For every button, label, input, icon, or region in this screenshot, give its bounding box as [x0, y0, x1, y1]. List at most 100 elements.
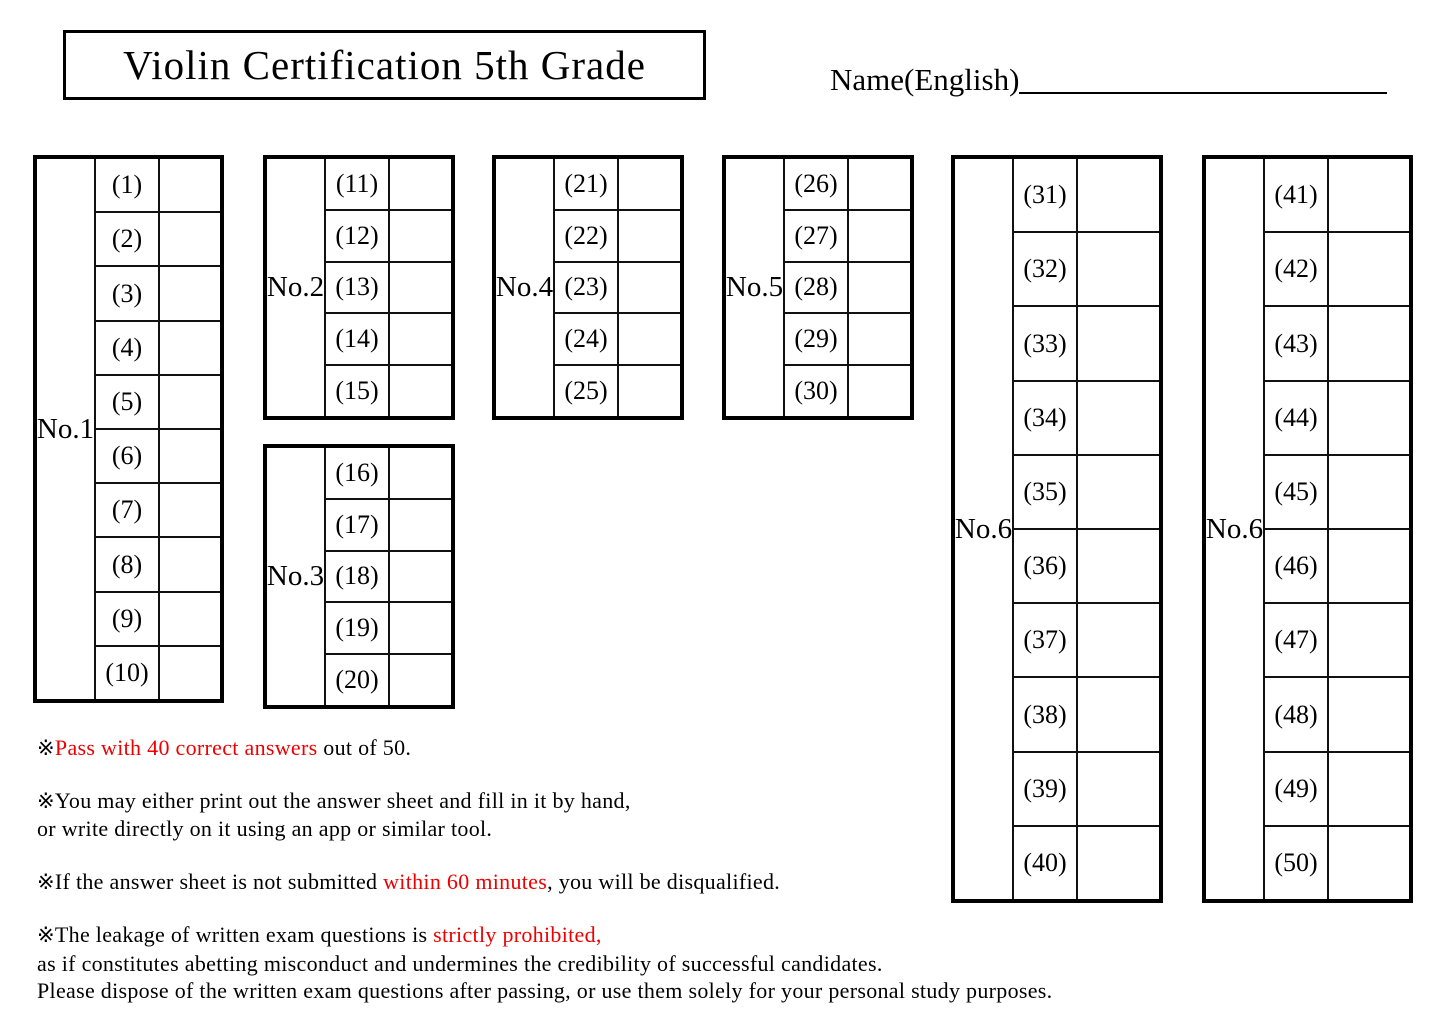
answer-cell[interactable]	[1078, 456, 1159, 528]
answer-cell[interactable]	[1078, 530, 1159, 602]
answer-cell[interactable]	[1329, 604, 1409, 676]
table-rows: (16) (17) (18) (19) (20)	[326, 448, 451, 705]
answer-table-no6-right: No.6 (41) (42) (43) (44) (45) (46)	[1202, 155, 1413, 903]
answer-cell[interactable]	[619, 159, 680, 209]
note-red-text: strictly prohibited,	[433, 922, 602, 947]
answer-cell[interactable]	[849, 366, 910, 416]
name-input-line[interactable]	[1019, 62, 1388, 94]
answer-cell[interactable]	[1078, 382, 1159, 454]
question-number-cell: (47)	[1265, 604, 1329, 677]
question-number-cell: (14)	[326, 314, 390, 365]
table-row: (38)	[1014, 678, 1159, 753]
answer-cell[interactable]	[1329, 530, 1409, 602]
answer-cell[interactable]	[160, 376, 220, 428]
answer-cell[interactable]	[160, 213, 220, 265]
table-row: (14)	[326, 314, 451, 367]
answer-cell[interactable]	[1329, 307, 1409, 379]
table-row: (17)	[326, 499, 451, 552]
question-number-cell: (2)	[96, 213, 160, 266]
answer-cell[interactable]	[390, 448, 451, 498]
answer-cell[interactable]	[1078, 233, 1159, 305]
table-section-label: No.6	[955, 159, 1014, 899]
answer-cell[interactable]	[1078, 604, 1159, 676]
question-number-cell: (18)	[326, 551, 390, 602]
answer-cell[interactable]	[1329, 233, 1409, 305]
question-number-cell: (24)	[555, 314, 619, 365]
question-number-cell: (37)	[1014, 604, 1078, 677]
answer-cell[interactable]	[1078, 753, 1159, 825]
answer-cell[interactable]	[160, 484, 220, 536]
answer-cell[interactable]	[619, 211, 680, 261]
table-rows: (31) (32) (33) (34) (35) (36) (37)	[1014, 159, 1159, 900]
question-number-cell: (43)	[1265, 307, 1329, 380]
table-row: (36)	[1014, 530, 1159, 605]
note-red-text: Pass with 40 correct answers	[54, 735, 318, 760]
answer-cell[interactable]	[1078, 827, 1159, 899]
table-row: (20)	[326, 655, 451, 705]
question-number-cell: (3)	[96, 267, 160, 320]
question-number-cell: (45)	[1265, 455, 1329, 529]
answer-cell[interactable]	[1078, 678, 1159, 750]
table-row: (48)	[1265, 678, 1409, 753]
answer-cell[interactable]	[160, 647, 220, 699]
answer-cell[interactable]	[1078, 159, 1159, 231]
table-row: (32)	[1014, 233, 1159, 308]
note-line: as if constitutes abetting misconduct an…	[37, 950, 883, 976]
table-row: (41)	[1265, 159, 1409, 234]
answer-table-no5: No.5 (26) (27) (28) (29) (30)	[722, 155, 914, 420]
answer-cell[interactable]	[160, 267, 220, 319]
table-row: (29)	[785, 314, 910, 367]
answer-cell[interactable]	[390, 603, 451, 653]
table-row: (47)	[1265, 604, 1409, 679]
answer-cell[interactable]	[160, 159, 220, 211]
table-row: (27)	[785, 210, 910, 263]
answer-cell[interactable]	[849, 159, 910, 209]
answer-cell[interactable]	[390, 314, 451, 364]
table-section-label: No.5	[726, 159, 785, 416]
question-number-cell: (39)	[1014, 752, 1078, 825]
table-row: (21)	[555, 159, 680, 211]
table-row: (2)	[96, 213, 220, 268]
answer-cell[interactable]	[160, 430, 220, 482]
question-number-cell: (23)	[555, 262, 619, 313]
answer-cell[interactable]	[1329, 678, 1409, 750]
answer-cell[interactable]	[849, 211, 910, 261]
table-row: (6)	[96, 430, 220, 485]
answer-cell[interactable]	[619, 314, 680, 364]
table-row: (23)	[555, 262, 680, 315]
table-row: (19)	[326, 603, 451, 656]
answer-cell[interactable]	[1329, 753, 1409, 825]
answer-cell[interactable]	[390, 263, 451, 313]
note-text: The leakage of written exam questions is	[54, 922, 434, 947]
answer-cell[interactable]	[619, 263, 680, 313]
note-fill-method: ※You may either print out the answer she…	[37, 787, 631, 843]
table-row: (11)	[326, 159, 451, 211]
table-row: (46)	[1265, 530, 1409, 605]
answer-cell[interactable]	[849, 314, 910, 364]
answer-cell[interactable]	[1078, 307, 1159, 379]
answer-cell[interactable]	[1329, 382, 1409, 454]
answer-table-no1: No.1 (1) (2) (3) (4) (5) (6) (7	[33, 155, 224, 703]
answer-cell[interactable]	[1329, 456, 1409, 528]
answer-cell[interactable]	[1329, 827, 1409, 899]
answer-cell[interactable]	[619, 366, 680, 416]
question-number-cell: (4)	[96, 321, 160, 374]
answer-cell[interactable]	[849, 263, 910, 313]
table-row: (42)	[1265, 233, 1409, 308]
answer-cell[interactable]	[1329, 159, 1409, 231]
answer-cell[interactable]	[160, 538, 220, 590]
answer-cell[interactable]	[390, 159, 451, 209]
answer-cell[interactable]	[390, 500, 451, 550]
note-line: or write directly on it using an app or …	[37, 816, 493, 841]
answer-cell[interactable]	[390, 366, 451, 416]
answer-table-no2: No.2 (11) (12) (13) (14) (15)	[263, 155, 455, 420]
table-row: (18)	[326, 551, 451, 604]
answer-cell[interactable]	[160, 593, 220, 645]
note-line: ※You may either print out the answer she…	[37, 787, 631, 815]
answer-cell[interactable]	[390, 211, 451, 261]
answer-cell[interactable]	[390, 552, 451, 602]
answer-cell[interactable]	[390, 655, 451, 705]
question-number-cell: (29)	[785, 314, 849, 365]
answer-cell[interactable]	[160, 322, 220, 374]
